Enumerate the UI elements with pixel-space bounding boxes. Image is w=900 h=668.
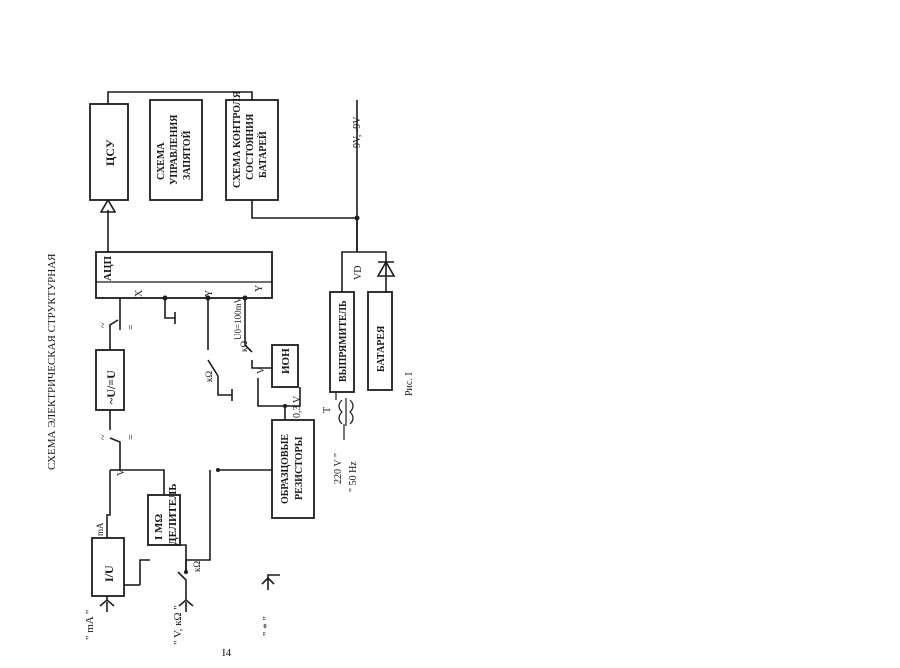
block-ref-line1: ОБРАЗЦОВЫЕ [280, 434, 291, 504]
label-kohm-3: кΩ [239, 341, 249, 352]
block-ac-dc [95, 349, 125, 411]
label-sw-ac1: ~ [98, 434, 109, 440]
page-number: I4 [222, 647, 232, 659]
label-supply: 9V, -9V [352, 116, 363, 148]
figure-caption: Рис. I [404, 372, 415, 396]
block-csu-label: ЦСУ [103, 139, 117, 166]
input-label-ma: " mA " [84, 610, 96, 640]
label-sw-ac2: ~ [98, 322, 109, 328]
input-label-v: " V, кΩ " [172, 605, 184, 645]
block-adc [95, 251, 273, 299]
label-sw-dc1: = [126, 434, 137, 440]
block-battery-ctrl-line3: БАТАРЕЙ [257, 131, 269, 178]
block-csu [89, 103, 129, 201]
block-battery-control [225, 99, 279, 201]
label-v03: 0,3 V [292, 395, 303, 418]
label-kohm-1: кΩ [192, 561, 202, 572]
label-mains-hz: " 50 Hz [348, 461, 359, 492]
input-terminal-com [261, 574, 280, 590]
block-lock-line3: ЗАПЯТОЙ [181, 130, 193, 180]
block-divider-line2: ДЕЛИТЕЛЬ [167, 483, 179, 545]
label-kohm-2: кΩ [204, 371, 214, 382]
label-vd: VD [353, 266, 364, 280]
block-ion [271, 344, 299, 388]
label-adc-y2: Y [254, 285, 265, 292]
block-battery-label: БАТАРЕЯ [376, 325, 387, 372]
block-lock-line1: СХЕМА [156, 142, 167, 180]
block-iu-label: I/U [102, 565, 116, 582]
block-ref-resistors [271, 419, 315, 519]
input-terminal-ma [99, 598, 115, 612]
label-transformer: T [322, 407, 333, 413]
label-u-ref: U0=100mV [233, 296, 243, 340]
block-ion-label: ИОН [280, 348, 292, 374]
block-lock-line2: УПРАВЛЕНИЯ [169, 114, 180, 185]
diagram-title: СХЕМА ЭЛЕКТРИЧЕСКАЯ СТРУКТУРНАЯ [46, 253, 58, 470]
block-lock-control [149, 99, 203, 201]
block-battery-ctrl-line1: СХЕМА КОНТРОЛЯ [232, 90, 243, 188]
block-battery [367, 291, 393, 391]
input-label-com: " * " [261, 616, 273, 636]
block-iu [91, 537, 125, 597]
label-adc-y1: Y [204, 290, 215, 297]
label-mains-v: 220 V " [333, 453, 344, 484]
label-ion-v: V [256, 366, 267, 374]
block-rectifier [329, 291, 355, 393]
block-battery-ctrl-line2: СОСТОЯНИЯ [245, 113, 256, 180]
block-divider-line1: I MΩ [153, 514, 165, 540]
label-ma: mA [95, 522, 105, 536]
label-adc-x: X [134, 289, 145, 297]
block-adc-label: АЦП [102, 256, 114, 282]
block-ref-line2: РЕЗИСТОРЫ [294, 436, 305, 500]
label-v-node: V [116, 468, 127, 476]
block-ac-dc-label: ~U/=U [104, 370, 118, 404]
label-sw-dc2: = [126, 324, 137, 330]
block-rectifier-label: ВЫПРЯМИТЕЛЬ [338, 300, 349, 382]
